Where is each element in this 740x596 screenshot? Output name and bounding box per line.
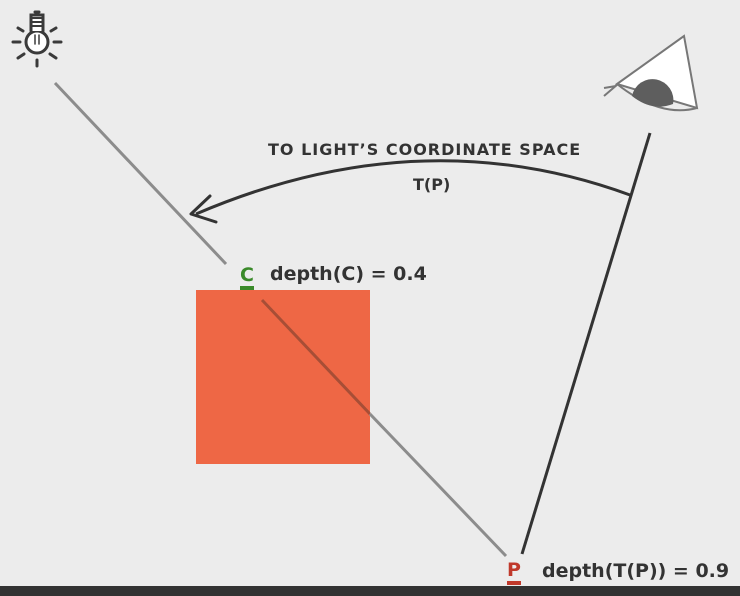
transform-arc [195, 159, 631, 216]
light-ray-lower [368, 412, 508, 558]
point-p-marker: P [507, 561, 521, 585]
bottom-bar [0, 586, 740, 596]
camera-view-ray [520, 132, 652, 555]
occluder-box [196, 290, 370, 464]
eye-camera-icon [603, 34, 699, 112]
transform-arrowhead [189, 194, 218, 224]
transform-caption: TO LIGHT’S COORDINATE SPACE [268, 140, 582, 159]
light-ray-upper [53, 81, 228, 266]
depth-p-label: depth(T(P)) = 0.9 [542, 560, 730, 582]
light-bulb-icon [11, 10, 63, 68]
light-ray-through-occluder [260, 298, 372, 416]
transform-function-label: T(P) [413, 175, 451, 194]
point-c-marker: C [240, 266, 254, 290]
depth-c-label: depth(C) = 0.4 [270, 263, 427, 285]
